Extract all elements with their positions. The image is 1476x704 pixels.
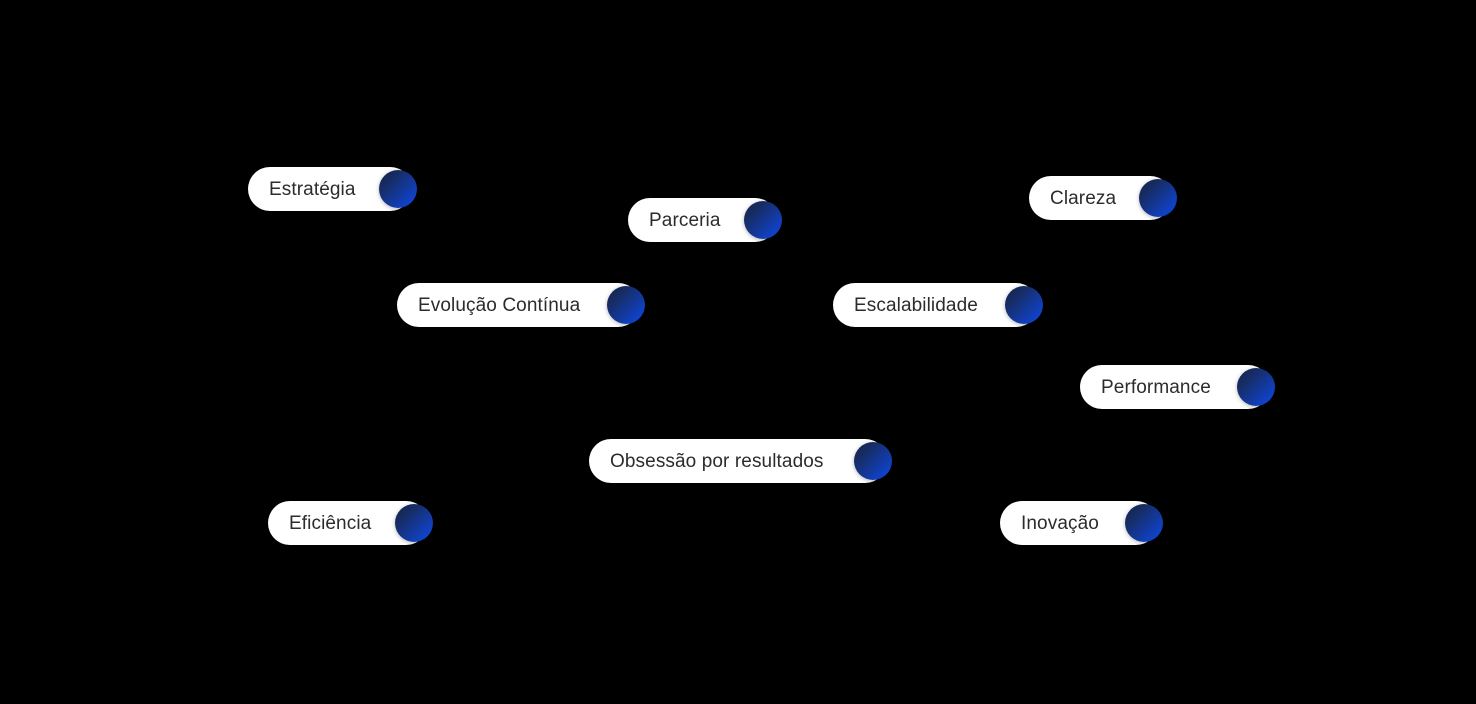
gradient-dot-icon <box>744 201 782 239</box>
pill-inovacao[interactable]: Inovação <box>1000 501 1163 545</box>
pill-label: Performance <box>1101 376 1211 398</box>
pill-obsessao-por-resultados[interactable]: Obsessão por resultados <box>589 439 892 483</box>
pill-escalabilidade[interactable]: Escalabilidade <box>833 283 1043 327</box>
pill-label: Clareza <box>1050 187 1117 209</box>
pill-performance[interactable]: Performance <box>1080 365 1275 409</box>
gradient-dot-icon <box>1139 179 1177 217</box>
pill-evolucao-continua[interactable]: Evolução Contínua <box>397 283 645 327</box>
gradient-dot-icon <box>607 286 645 324</box>
pill-eficiencia[interactable]: Eficiência <box>268 501 433 545</box>
pill-label: Eficiência <box>289 512 372 534</box>
pill-label: Obsessão por resultados <box>610 450 824 472</box>
pill-label: Estratégia <box>269 178 356 200</box>
pill-label: Parceria <box>649 209 721 231</box>
pill-label: Evolução Contínua <box>418 294 581 316</box>
gradient-dot-icon <box>1005 286 1043 324</box>
gradient-dot-icon <box>1237 368 1275 406</box>
pill-estrategia[interactable]: Estratégia <box>248 167 417 211</box>
pill-clareza[interactable]: Clareza <box>1029 176 1177 220</box>
pill-label: Inovação <box>1021 512 1099 534</box>
pill-label: Escalabilidade <box>854 294 978 316</box>
pill-parceria[interactable]: Parceria <box>628 198 782 242</box>
gradient-dot-icon <box>395 504 433 542</box>
gradient-dot-icon <box>1125 504 1163 542</box>
gradient-dot-icon <box>854 442 892 480</box>
gradient-dot-icon <box>379 170 417 208</box>
